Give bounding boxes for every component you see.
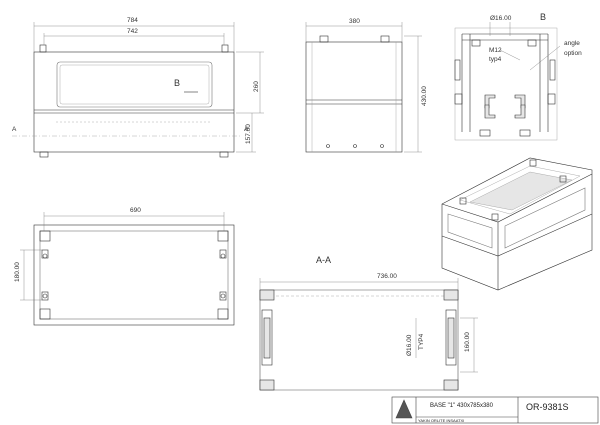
side-depth: 380	[349, 18, 360, 25]
detail-b-hole-dia: Ø16.00	[490, 15, 512, 22]
detail-b-thread-note: typ4	[489, 56, 502, 63]
detail-b-thread: M12	[489, 47, 502, 54]
title-block-lines	[391, 396, 599, 424]
side-view	[305, 22, 422, 153]
detail-b-option: option	[564, 50, 582, 57]
detail-b-view	[454, 22, 561, 141]
isometric-view	[441, 157, 593, 291]
section-a-view	[259, 278, 478, 391]
section-aa-width: 736.00	[377, 273, 397, 280]
front-inner-width: 742	[127, 28, 138, 35]
plan-view	[20, 212, 235, 326]
front-view	[12, 22, 264, 158]
title-block-part-number: OR-9381S	[526, 402, 569, 412]
detail-b-angle: angle	[564, 40, 580, 47]
side-height: 430.00	[421, 86, 428, 106]
detail-b-title: B	[540, 12, 547, 22]
section-aa-hole-dia: Ø16.00	[406, 334, 413, 356]
title-block-company: YAKIN ORLITE INSAATXI	[418, 418, 465, 423]
section-marker-a-right: A	[244, 126, 249, 133]
title-block-description: BASE "1" 430x785x380	[430, 403, 493, 409]
front-overall-width: 784	[127, 17, 138, 24]
section-aa-title: A-A	[316, 255, 332, 265]
section-aa-hole-note: TYP4	[418, 333, 425, 350]
plan-depth: 180.00	[14, 262, 21, 282]
front-height-upper: 260	[253, 81, 260, 92]
section-marker-a-left: A	[12, 126, 17, 133]
plan-width: 690	[130, 207, 141, 214]
section-aa-depth: 160.00	[464, 332, 471, 352]
view-marker-b: B	[174, 78, 181, 88]
